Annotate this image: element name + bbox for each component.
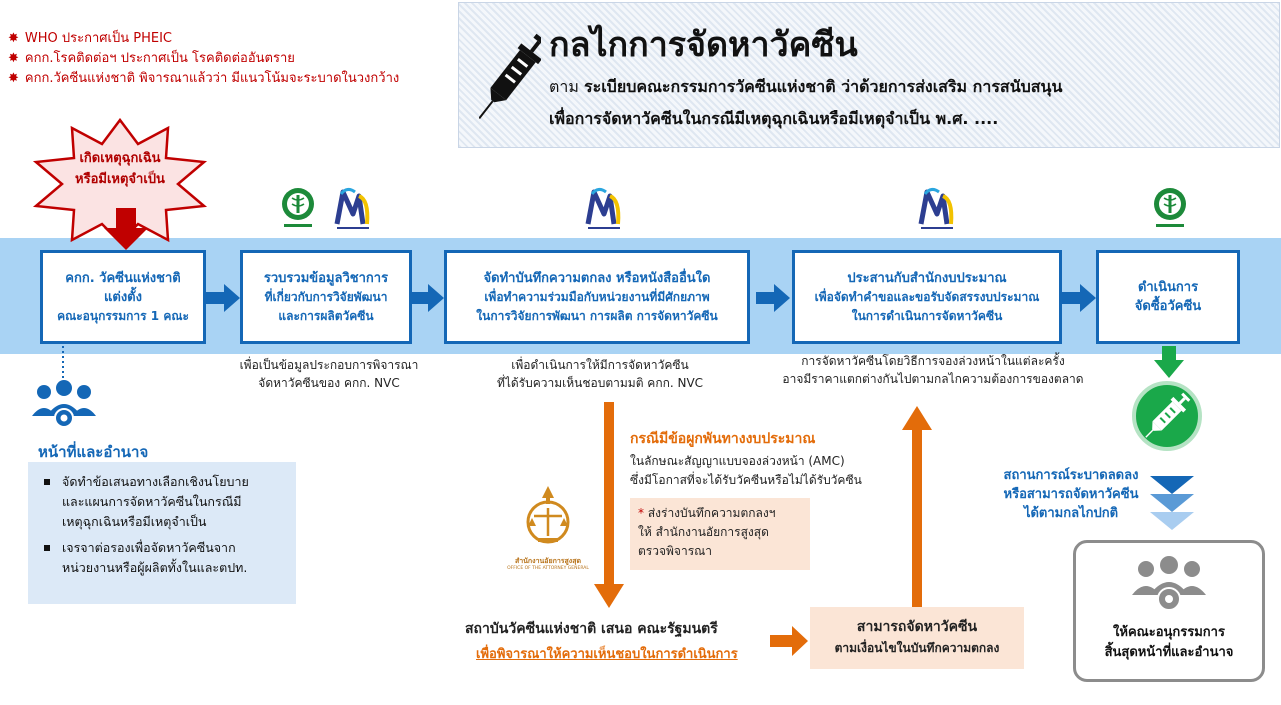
burst-icon: ✸	[8, 51, 19, 66]
title-subtitle-line1: ตาม ระเบียบคณะกรรมการวัคซีนแห่งชาติ ว่าด…	[549, 77, 1063, 96]
dotted-connector	[62, 346, 64, 386]
vaccine-circle-icon	[1132, 381, 1202, 451]
note-step2: เพื่อเป็นข้อมูลประกอบการพิจารณา จัดหาวัค…	[239, 358, 419, 390]
subcommittee-end-box: ให้คณะอนุกรรมการ สิ้นสุดหน้าที่และอำนาจ	[1073, 540, 1265, 682]
note-step4: การจัดหาวัคซีนโดยวิธีการจองล่วงหน้าในแต่…	[782, 354, 1084, 386]
condition-dangerous-disease: ✸คกก.โรคติดต่อฯ ประกาศเป็น โรคติดต่ออันต…	[8, 51, 295, 66]
step-make-agreement: จัดทำบันทึกความตกลง หรือหนังสืออื่นใด เพ…	[444, 250, 750, 344]
budget-commitment-text: ในลักษณะสัญญาแบบจองล่วงหน้า (AMC) ซึ่งมี…	[630, 454, 862, 487]
orange-down-arrow	[594, 402, 624, 608]
flow-arrow-right	[756, 284, 790, 312]
duty-item: เจรจาต่อรองเพื่อจัดหาวัคซีนจาก หน่วยงานห…	[42, 538, 286, 578]
step-coordinate-budget: ประสานกับสำนักงบประมาณ เพื่อจัดทำคำขอและ…	[792, 250, 1062, 344]
duties-title: หน้าที่และอำนาจ	[38, 443, 149, 461]
orange-up-arrow	[902, 406, 932, 608]
flow-arrow-right	[206, 284, 240, 312]
title-panel: กลไกการจัดหาวัคซีน ตาม ระเบียบคณะกรรมการ…	[458, 2, 1280, 148]
flow-arrow-right	[412, 284, 444, 312]
step-appoint-subcommittee: คกก. วัคซีนแห่งชาติ แต่งตั้ง คณะอนุกรรมก…	[40, 250, 206, 344]
note-step3: เพื่อดำเนินการให้มีการจัดหาวัคซีน ที่ได้…	[496, 358, 704, 390]
cabinet-approval-link[interactable]: เพื่อพิจารณาให้ความเห็นชอบในการดำเนินการ	[476, 647, 738, 662]
attorney-general-name-th: สำนักงานอัยการสูงสุด	[514, 557, 582, 565]
burst-icon: ✸	[8, 31, 19, 46]
moph-logo-icon	[282, 188, 314, 227]
nvi-logo-icon	[918, 187, 954, 229]
nvi-logo-icon	[585, 187, 621, 229]
step-collect-academic-data: รวบรวมข้อมูลวิชาการ ที่เกี่ยวกับการวิจัย…	[240, 250, 412, 344]
team-people-icon	[32, 380, 96, 428]
orange-right-arrow	[770, 626, 808, 656]
attorney-general-name-en: OFFICE OF THE ATTORNEY GENERAL	[507, 566, 589, 571]
step-procure-vaccine: ดำเนินการ จัดซื้อวัคซีน	[1096, 250, 1240, 344]
end-condition-note: สถานการณ์ระบาดลดลง หรือสามารถจัดหาวัคซีน…	[1003, 468, 1139, 521]
green-down-arrow	[1154, 346, 1184, 378]
emergency-down-arrow	[104, 208, 148, 250]
attorney-general-emblem-icon	[526, 486, 570, 544]
condition-pheic: ✸WHO ประกาศเป็น PHEIC	[8, 31, 172, 46]
nvi-propose-cabinet-text: สถาบันวัคซีนแห่งชาติ เสนอ คณะรัฐมนตรี	[465, 621, 718, 637]
duties-box: จัดทำข้อเสนอทางเลือกเชิงนโยบาย และแผนการ…	[28, 462, 296, 604]
team-people-icon	[1132, 556, 1206, 611]
burst-icon: ✸	[8, 71, 19, 86]
duty-item: จัดทำข้อเสนอทางเลือกเชิงนโยบาย และแผนการ…	[42, 472, 286, 532]
nvi-logo-icon	[334, 187, 370, 229]
attorney-review-box: * ส่งร่างบันทึกความตกลงฯ ให้ สำนักงานอัย…	[630, 498, 810, 570]
emergency-label: เกิดเหตุฉุกเฉิน หรือมีเหตุจำเป็น	[75, 151, 165, 187]
flow-arrow-right	[1062, 284, 1096, 312]
condition-widespread: ✸คกก.วัคซีนแห่งชาติ พิจารณาแล้วว่า มีแนว…	[8, 71, 400, 86]
page-title: กลไกการจัดหาวัคซีน	[549, 25, 858, 65]
budget-commitment-title: กรณีมีข้อผูกพันทางงบประมาณ	[630, 431, 816, 447]
chevron-down-icon	[1150, 476, 1194, 530]
moph-logo-icon	[1154, 188, 1186, 227]
can-procure-box: สามารถจัดหาวัคซีน ตามเงื่อนไขในบันทึกควา…	[810, 607, 1024, 669]
title-subtitle-line2: เพื่อการจัดหาวัคซีนในกรณีมีเหตุฉุกเฉินหร…	[549, 109, 999, 128]
syringe-icon	[479, 33, 541, 120]
